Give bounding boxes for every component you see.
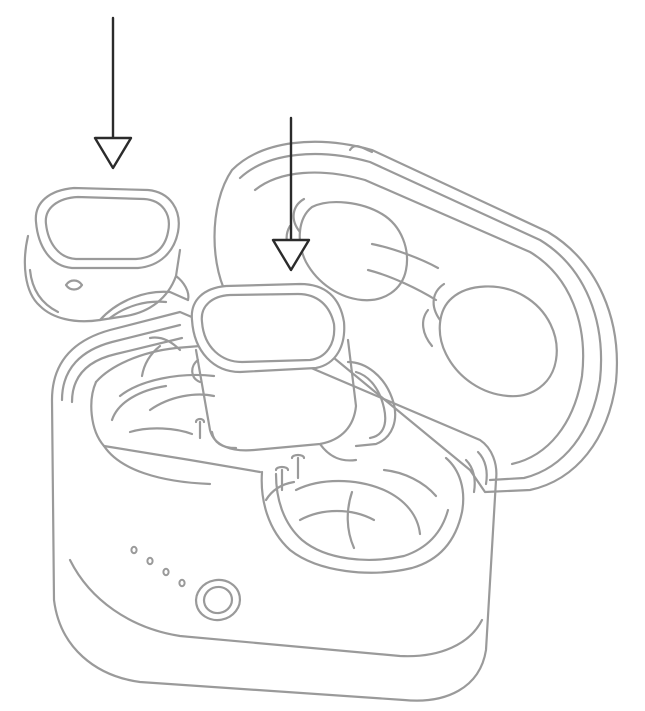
led-indicator [130, 545, 138, 555]
led-indicators [130, 545, 186, 588]
left-earbud-insert-arrow [93, 16, 133, 170]
led-indicator [178, 578, 186, 588]
earbud-in-case [190, 282, 397, 462]
case-lid [213, 140, 618, 494]
earbud-outside [23, 186, 190, 323]
led-indicator [162, 567, 170, 577]
case-base [50, 310, 498, 702]
right-earbud-insert-arrow [271, 116, 311, 272]
led-indicator [146, 556, 154, 566]
